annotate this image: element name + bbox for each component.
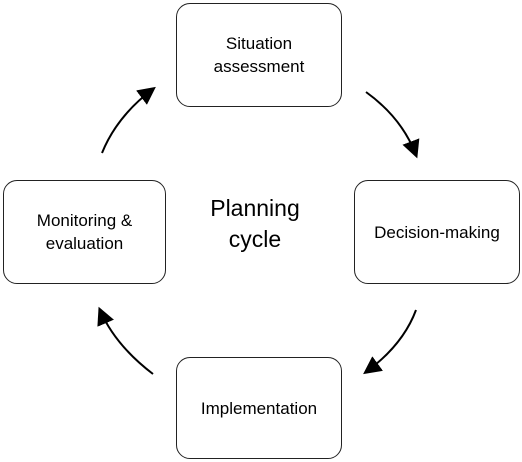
node-situation-assessment: Situation assessment [176,3,342,107]
center-title-line: cycle [228,226,282,252]
node-label-line: evaluation [45,234,124,253]
node-decision-making: Decision-making [354,180,520,284]
arrow-monitoring-to-situation [101,86,156,154]
arrow-implementation-to-monitoring [97,306,154,375]
node-label-line: Decision-making [374,222,500,242]
node-label-line: assessment [213,57,305,76]
center-title-line: Planning [210,195,300,221]
arrow-situation-to-decision [365,91,420,159]
node-monitoring-evaluation: Monitoring & evaluation [3,180,166,284]
arrow-decision-to-implementation [363,309,417,375]
node-implementation: Implementation [176,357,342,459]
center-title: Planning cycle [180,193,330,255]
node-label-line: Monitoring & [36,211,133,230]
node-label-line: Situation [225,34,293,53]
node-label-line: Implementation [200,398,318,418]
